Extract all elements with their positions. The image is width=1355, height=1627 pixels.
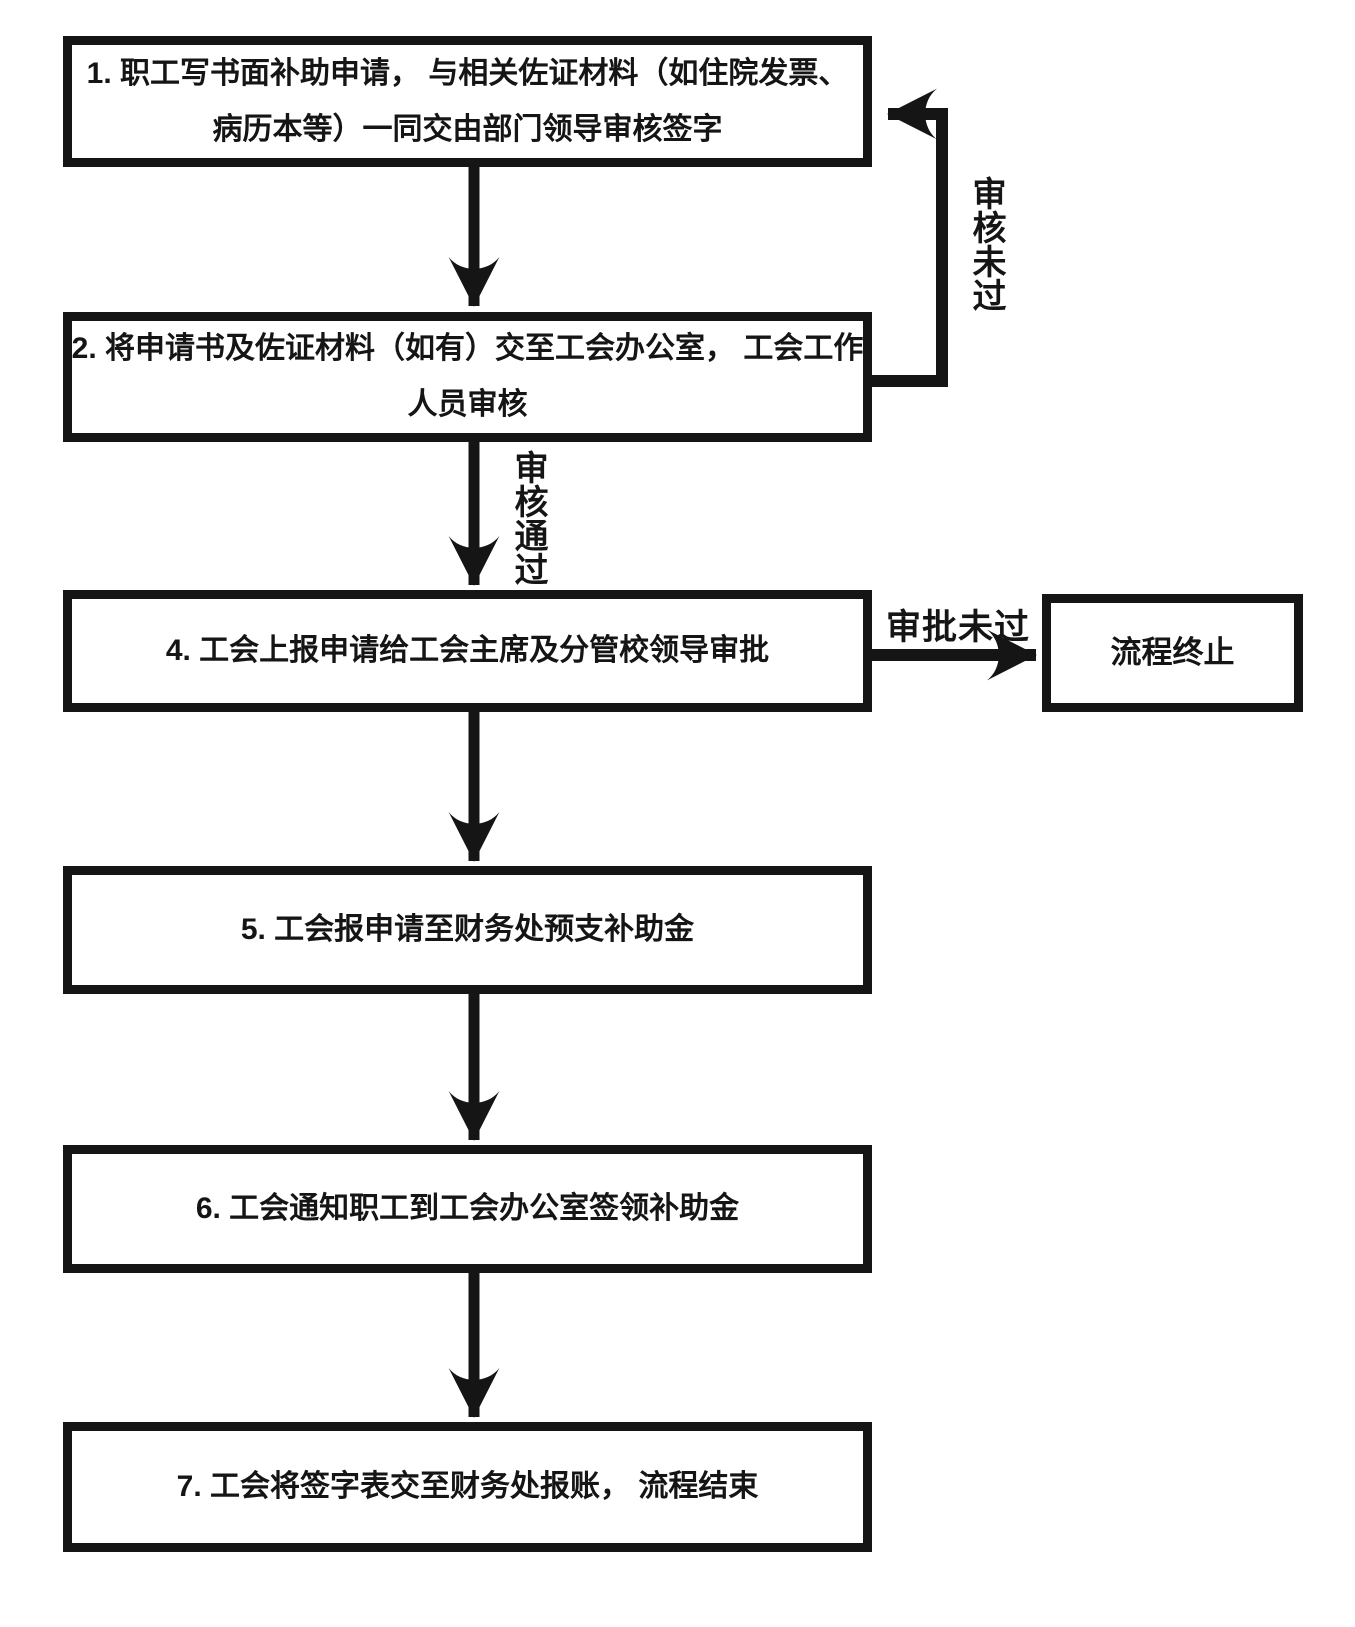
flow-step-2-text-line-1: 2. 将申请书及佐证材料（如有）交至工会办公室， 工会工作 [71, 332, 864, 365]
flow-step-5-box: 5. 工会报申请至财务处预支补助金 [63, 866, 872, 994]
edge-label-approval-fail: 审批未过 [886, 608, 1031, 647]
edge-label-review-fail: 审核未过 [967, 176, 1005, 312]
flow-step-6-text: 6. 工会通知职工到工会办公室签领补助金 [195, 1192, 740, 1225]
flow-step-4-box: 4. 工会上报申请给工会主席及分管校领导审批 [63, 590, 872, 712]
arrow-step2-back-to-step1 [870, 88, 948, 387]
flow-step-2-text-line-2: 人员审核 [407, 388, 528, 421]
flow-step-6-box: 6. 工会通知职工到工会办公室签领补助金 [63, 1145, 872, 1273]
flow-step-2-box: 2. 将申请书及佐证材料（如有）交至工会办公室， 工会工作 人员审核 [63, 312, 872, 442]
flow-step-7-box: 7. 工会将签字表交至财务处报账， 流程结束 [63, 1422, 872, 1552]
flow-step-1-text-line-1: 1. 职工写书面补助申请， 与相关佐证材料（如住院发票、 [86, 56, 849, 90]
flow-step-5-text: 5. 工会报申请至财务处预支补助金 [240, 913, 695, 946]
flow-step-1-box: 1. 职工写书面补助申请， 与相关佐证材料（如住院发票、 病历本等）一同交由部门… [63, 36, 872, 167]
flow-terminate-text: 流程终止 [1110, 635, 1235, 670]
flow-step-7-text: 7. 工会将签字表交至财务处报账， 流程结束 [176, 1470, 759, 1503]
flow-terminate-box: 流程终止 [1042, 594, 1303, 712]
flow-step-4-text: 4. 工会上报申请给工会主席及分管校领导审批 [165, 634, 770, 667]
flow-step-1-text-line-2: 病历本等）一同交由部门领导审核签字 [212, 112, 723, 146]
edge-label-review-pass: 审核通过 [509, 450, 547, 586]
